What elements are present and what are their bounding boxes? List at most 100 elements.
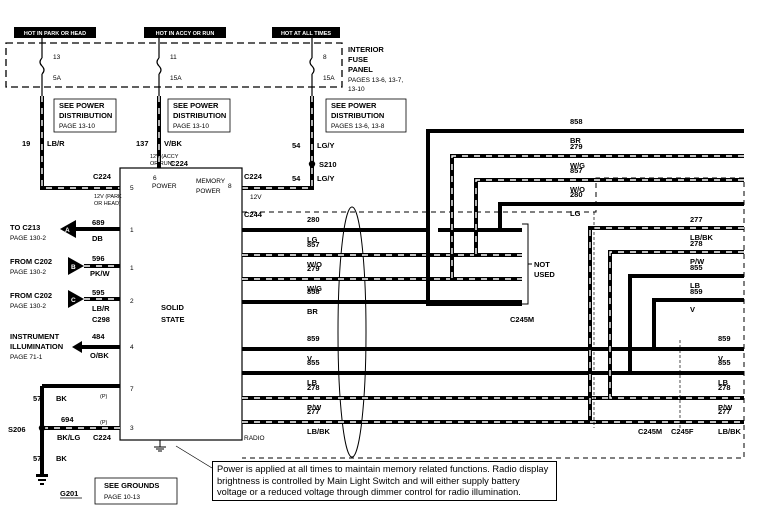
hot-all-badge [272,27,340,38]
grounds-box: SEE GROUNDS PAGE 10-13 [94,477,178,505]
upper-wire-number: 279 [570,142,583,151]
grounds-line2: PAGE 10-13 [104,494,140,501]
wire-54b-color: LG/Y [317,174,335,183]
wire-137-number: 137 [136,139,149,148]
radio-ground-icon [154,440,166,452]
wire-689: A TO C213 PAGE 130-2 689 DB [10,218,120,243]
svg-text:SEE POWER: SEE POWER [173,101,219,110]
lower-wire-number: 859 [718,334,731,343]
wire-484-color: O/BK [90,351,109,360]
hot-accy-badge [144,27,226,38]
right-wire-color: P/W [690,257,705,266]
connector-c-icon [68,290,84,308]
speaker-wire-color: W/O [307,260,322,269]
upper-wire-number: 280 [570,190,583,199]
inst-label-1: INSTRUMENT [10,332,60,341]
fuse-panel-pages1: PAGES 13-6, 13-7, [348,77,403,84]
wire-57b-number: 57 [33,454,41,463]
fuse-13-number: 13 [53,54,61,61]
speaker-wire-color: P/W [307,403,322,412]
wire-54: 54 LG/Y S210 54 LG/Y [242,96,337,190]
lower-wire-number: 855 [718,358,731,367]
wire-595-color: LB/R [92,304,110,313]
c202a-label: FROM C202 [10,257,52,266]
radio-memory-label: MEMORY [196,178,226,185]
lower-wire-color: LB [718,378,729,387]
inst-page: PAGE 71-1 [10,354,43,361]
svg-text:1: 1 [130,265,134,272]
svg-text:DISTRIBUTION: DISTRIBUTION [173,111,226,120]
speaker-wire-number: 278 [307,383,320,392]
right-wire-859 [652,298,744,351]
upper-wire-858 [426,129,744,306]
speaker-wire-number: 279 [307,264,320,273]
park-note-1: 12V (PARK [94,194,122,200]
upper-wire-color: LG [570,209,581,218]
accy-note-1: 12V (ACCY [150,154,179,160]
right-wire-number: 855 [690,263,703,272]
radio-pin6: 6 [153,175,157,182]
lower-wire-color: P/W [718,403,733,412]
park-note-2: OR HEAD) [94,201,121,207]
right-wire-855 [628,274,744,375]
wire-694-number: 694 [61,415,74,424]
wire-689-color: DB [92,234,103,243]
right-wire-278 [608,250,744,400]
c244-label: C244 [244,210,263,219]
radio-pin8: 8 [228,183,232,190]
speaker-wire-number: 280 [307,215,320,224]
wire-595: C FROM C202 PAGE 130-2 595 LB/R C298 [10,288,120,324]
wire-595-number: 595 [92,288,105,297]
radio-label: RADIO [244,435,265,442]
wire-19-number: 19 [22,139,30,148]
power-dist-box-2: SEE POWER DISTRIBUTION PAGE 13-10 [167,98,231,133]
power-dist-box-3: SEE POWER DISTRIBUTION PAGES 13-6, 13-8 [325,98,407,133]
wire-694-color: BK/LG [57,433,80,442]
right-wire-color: V [690,305,695,314]
radio-state-label: STATE [161,315,184,324]
right-wire-color: LB [690,281,701,290]
connector-b-letter: B [71,264,76,271]
speaker-wire-number: 858 [307,287,320,296]
hot-all-label: HOT AT ALL TIMES [281,31,331,37]
header-labels: HOT IN PARK OR HEAD HOT IN ACCY OR RUN H… [14,27,340,38]
right-wire-color: LB/BK [690,233,713,242]
lower-wire-color: V [718,354,723,363]
speaker-wire-number: 857 [307,240,320,249]
connector-a-icon [60,220,76,238]
hot-park-badge [14,27,96,38]
fuse-13: 13 5A [39,38,62,96]
c202b-page: PAGE 130-2 [10,303,46,310]
connector-c-letter: C [71,297,76,304]
wire-484: INSTRUMENT ILLUMINATION PAGE 71-1 484 O/… [10,332,120,361]
svg-text:7: 7 [130,386,134,393]
svg-text:3: 3 [130,425,134,432]
c224-right-top: C224 [244,172,263,181]
fuse-panel-pages2: 13-10 [348,86,365,93]
c298-label: C298 [92,315,110,324]
fuse-8-number: 8 [323,54,327,61]
c245f-label: C245F [671,427,694,436]
speaker-wire-color: LG [307,235,318,244]
c224-bottom: C224 [93,433,112,442]
v12-label: 12V [250,194,262,201]
svg-text:(P): (P) [100,394,108,400]
wire-57b-color: BK [56,454,67,463]
connector-b-icon [68,257,84,275]
speaker-wire-number: 855 [307,358,320,367]
not-used-label-2: USED [534,270,555,279]
not-used-label-1: NOT [534,260,550,269]
wire-57a-color: BK [56,394,67,403]
svg-text:PAGE 13-10: PAGE 13-10 [59,123,95,130]
ground-wires: 57 BK (P) 694 (P) BK/LG C224 S206 57 BK … [8,384,120,499]
twisted-pair-indicator [337,206,367,458]
right-wire-number: 859 [690,287,703,296]
c245m-bottom-label: C245M [638,427,662,436]
lower-wire-number: 278 [718,383,731,392]
accy-note-2: OR RUN) [150,161,174,167]
fuse-13-amps: 5A [53,75,62,82]
inst-label-2: ILLUMINATION [10,342,63,351]
fuse-panel-box [5,42,343,88]
upper-wire-280 [498,202,744,232]
wire-54a-color: LG/Y [317,141,335,150]
